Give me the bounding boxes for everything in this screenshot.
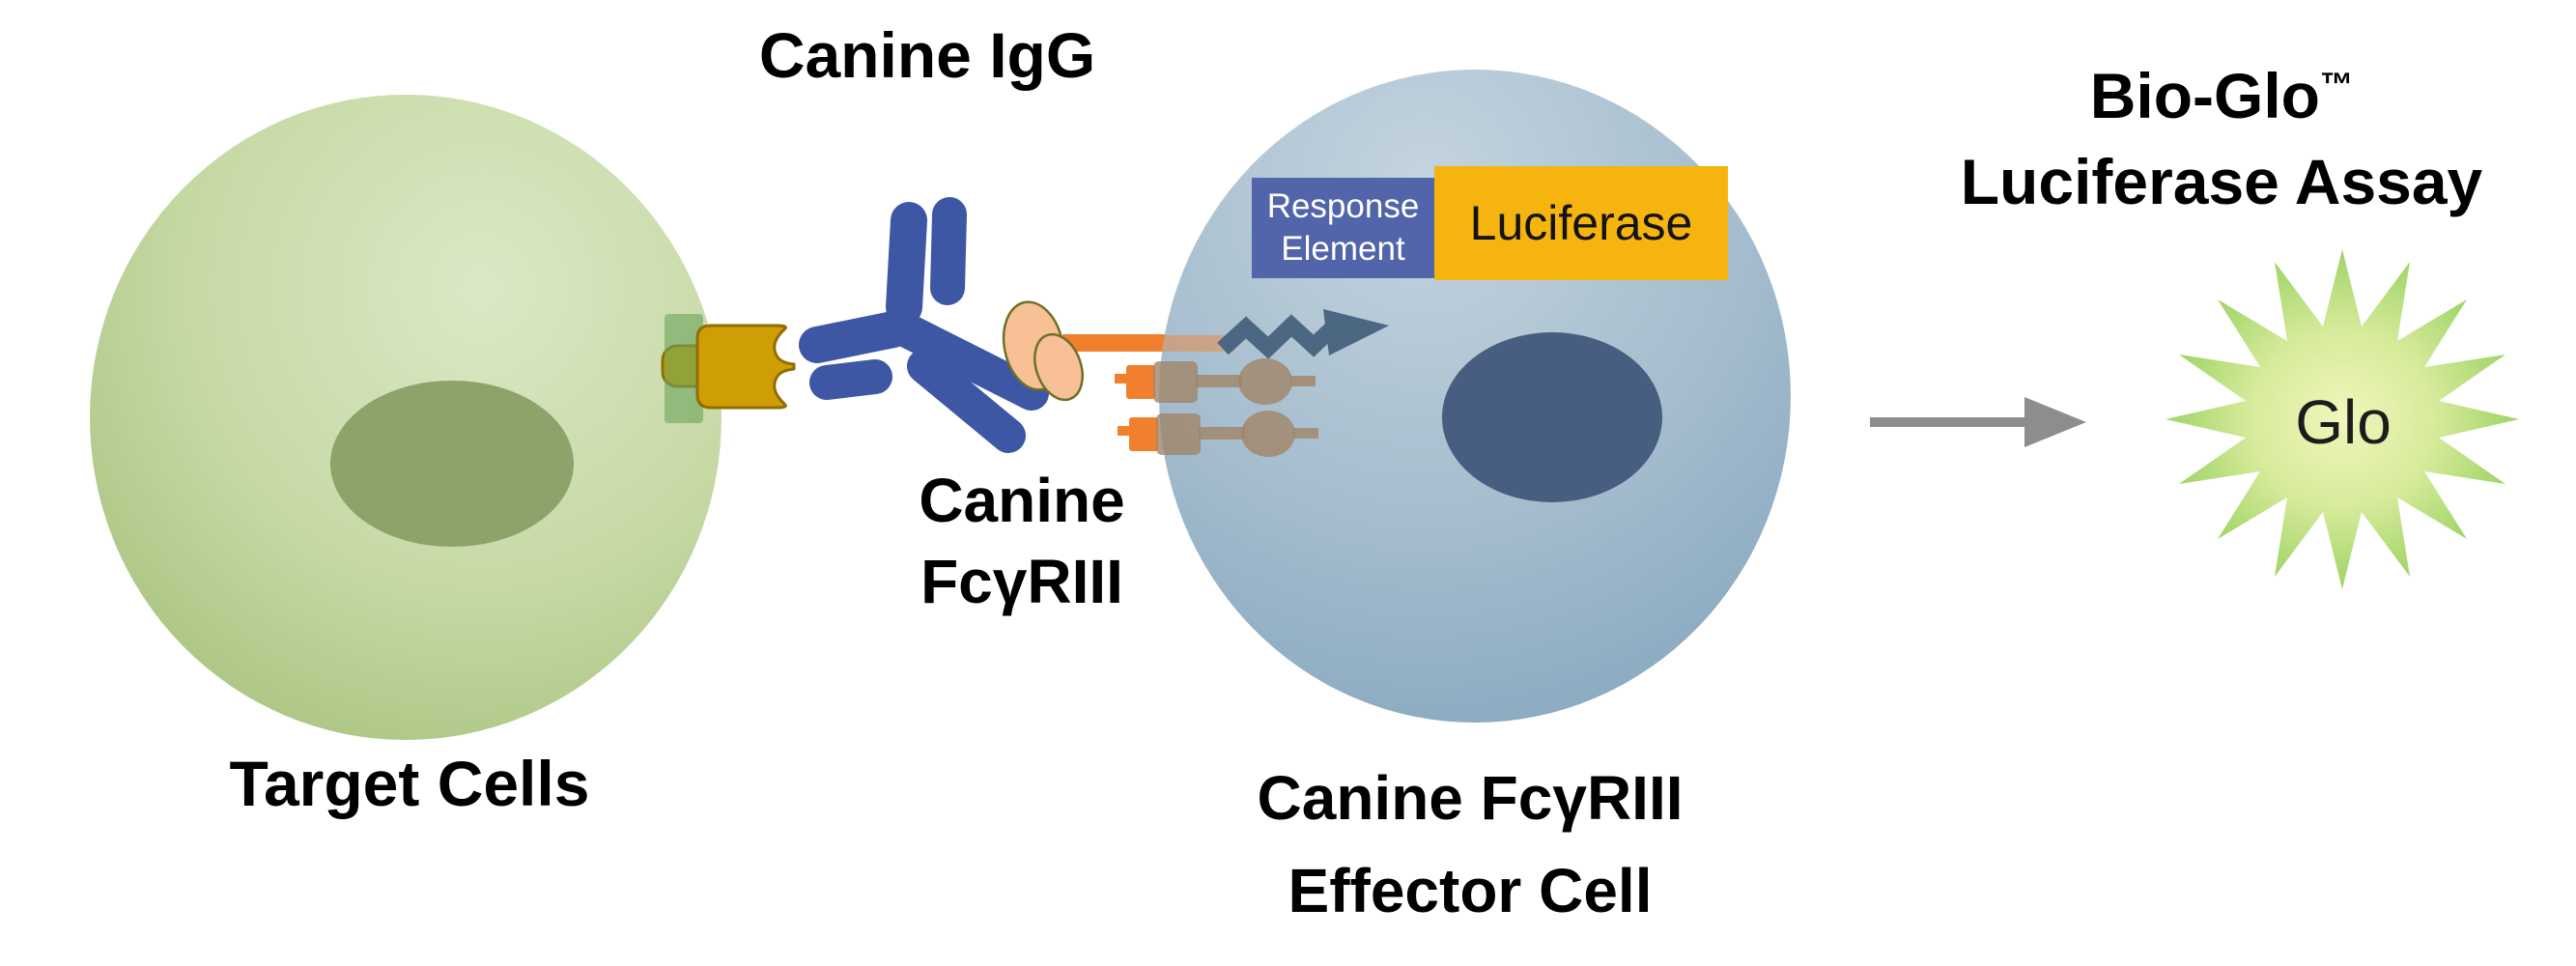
surface-antigen [661, 314, 796, 423]
glo-starburst [2166, 249, 2519, 589]
response-element-line1: Response [1266, 187, 1420, 225]
receptor-tip-nub [1115, 374, 1128, 384]
receptor-body [1156, 413, 1201, 455]
receptor-rod-end [1293, 428, 1318, 439]
target-cells-label: Target Cells [229, 748, 590, 819]
receptor-rod-end [1290, 376, 1316, 386]
luciferase-box: Luciferase [1434, 166, 1728, 280]
bio-glo-title-line2: Luciferase Assay [1960, 146, 2483, 217]
reaction-arrow-icon [1870, 397, 2086, 447]
bio-glo-title: Bio-Glo™ Luciferase Assay [1961, 43, 2483, 225]
igg-fc-lower [907, 349, 1026, 453]
igg-fab-prong-left [886, 202, 927, 326]
receptor-rod [1196, 375, 1242, 387]
zigzag-arrowhead [1323, 309, 1389, 355]
target-cell [90, 95, 722, 740]
receptor-tip [1126, 365, 1155, 399]
igg-fab-arm-upper [799, 311, 912, 363]
receptor-tip [1129, 417, 1158, 451]
receptor-tip-nub [1118, 426, 1131, 436]
signal-transduction-arrow-icon [1217, 309, 1389, 359]
igg-fab-prong-right [930, 197, 967, 305]
igg-fc-upper [884, 310, 1049, 411]
receptor-ball [1241, 411, 1295, 457]
fcgriii-stalk-intracellular [1159, 335, 1234, 352]
effector-cell-label: Canine FcγRIII Effector Cell [1258, 752, 1684, 937]
arrow-shaft [1870, 417, 2026, 427]
bio-glo-title-line1: Bio-Glo [2089, 60, 2320, 131]
canine-igg-label: Canine IgG [758, 19, 1096, 91]
canine-fcgriii-label-line2: FcγRIII [920, 547, 1123, 616]
trademark-symbol: ™ [2319, 67, 2354, 103]
arrow-head [2024, 397, 2086, 447]
canine-fcgriii-label-line1: Canine [919, 466, 1125, 535]
signaling-receptor-2 [1118, 411, 1318, 457]
receptor-rod [1199, 427, 1245, 440]
response-element-line2: Element [1281, 230, 1405, 268]
glo-label: Glo [2295, 387, 2392, 457]
signaling-receptor-1 [1115, 358, 1316, 405]
effector-cell-label-line1: Canine FcγRIII [1257, 763, 1684, 833]
response-element-box: Response Element [1252, 178, 1434, 278]
target-cell-nucleus [330, 381, 574, 547]
receptor-head-lobe-small [1033, 332, 1084, 402]
igg-fab-arm-lower [809, 359, 892, 400]
canine-igg-antibody [799, 197, 1049, 453]
fcgriii-stalk [1062, 334, 1167, 352]
luciferase-label: Luciferase [1469, 196, 1693, 250]
canine-fcgriii-label: Canine FcγRIII [919, 460, 1124, 622]
effector-cell-label-line2: Effector Cell [1288, 856, 1653, 925]
antigen-body [695, 324, 796, 410]
membrane-antigen [665, 314, 703, 423]
receptor-body [1153, 361, 1198, 403]
receptor-ball [1238, 358, 1292, 405]
fcgriii-receptor-head [1002, 300, 1084, 402]
effector-cell-nucleus [1442, 332, 1662, 502]
zigzag-line [1217, 314, 1337, 359]
